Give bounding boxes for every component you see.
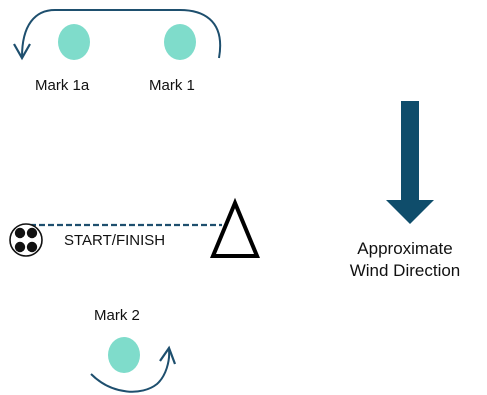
mark-1a-label: Mark 1a (35, 77, 90, 94)
mark-1-label: Mark 1 (149, 77, 195, 94)
mark-1-buoy (164, 24, 196, 60)
wind-arrow-icon (386, 101, 434, 224)
mark-1a-buoy (58, 24, 90, 60)
start-finish-label: START/FINISH (64, 232, 166, 249)
mark-2-buoy (108, 337, 140, 373)
wind-direction-label: Approximate Wind Direction (330, 238, 480, 282)
wind-label-line-1: Approximate (357, 239, 453, 258)
rounding-path-top (21, 9, 222, 59)
pin-buoy-icon (9, 223, 43, 257)
rounding-path-bottom (90, 349, 171, 393)
mark-2-label: Mark 2 (94, 307, 140, 324)
wind-label-line-2: Wind Direction (349, 261, 461, 280)
rounding-arrowhead-bottom-icon (159, 345, 177, 365)
triangle-icon (210, 197, 260, 258)
rounding-arrowhead-top-icon (13, 43, 31, 61)
